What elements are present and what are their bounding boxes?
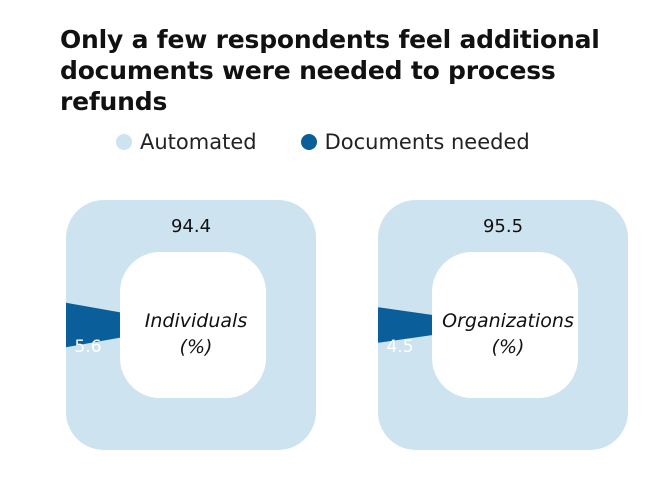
center-unit-organizations: (%) [492,336,525,358]
legend-item-automated: Automated [116,130,257,154]
data-label-documents-needed-organizations: 4.5 [386,337,413,357]
legend-swatch-documents-needed [300,134,317,150]
center-hole-individuals [120,252,266,398]
legend-label-automated: Automated [140,130,257,154]
chart-title: Only a few respondents feel additional d… [60,25,600,116]
legend-item-documents-needed: Documents needed [300,130,530,154]
legend-swatch-automated [116,134,132,150]
legend-label-documents-needed: Documents needed [324,130,530,154]
center-hole-organizations [432,252,578,398]
data-label-automated-organizations: 95.5 [483,216,523,237]
data-label-automated-individuals: 94.4 [171,216,211,237]
data-label-documents-needed-individuals: 5.6 [74,337,101,357]
center-unit-individuals: (%) [180,336,213,358]
legend: Automated Documents needed [116,130,574,154]
center-label-organizations: Organizations [442,310,574,332]
center-label-individuals: Individuals [145,310,248,332]
